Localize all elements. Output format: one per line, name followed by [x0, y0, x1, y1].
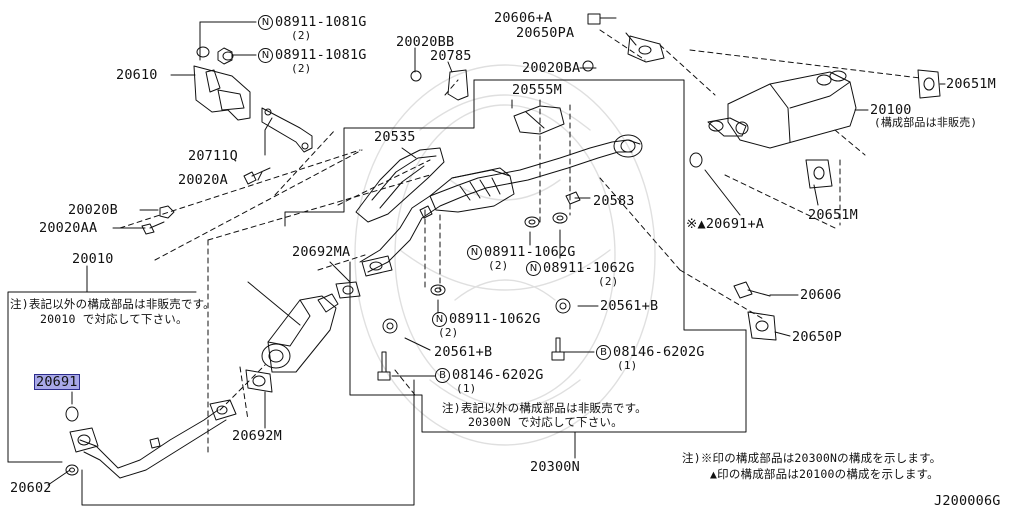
label-08911-1062G-a-qty: (2): [488, 259, 509, 272]
label-20602: 20602: [10, 480, 52, 496]
note-center-line2: 20300N で対応して下さい。: [468, 415, 623, 429]
label-20692M: 20692M: [232, 428, 282, 444]
label-20691-highlighted[interactable]: 20691: [34, 374, 80, 390]
label-08911-1081G-a: 08911-1081G: [275, 14, 367, 30]
label-20650P: 20650P: [792, 329, 842, 345]
label-08911-1081G-a-qty: (2): [291, 29, 312, 42]
center-pipe-20300N: [359, 134, 643, 277]
rubber-mounts: [410, 35, 941, 341]
label-20020A: 20020A: [178, 172, 228, 188]
watermark-crest: [354, 64, 656, 446]
label-08146-6202G-right: 08146-6202G: [613, 344, 705, 360]
label-20010: 20010: [72, 251, 114, 267]
label-08911-1062G-c-qty: (2): [438, 326, 459, 339]
label-08146-6202G-right-qty: (1): [617, 359, 638, 372]
box-20300N: [284, 79, 475, 227]
label-20020BA: 20020BA: [522, 60, 581, 76]
label-20555M: 20555M: [512, 82, 562, 98]
label-20583: 20583: [593, 193, 635, 209]
label-20020BB: 20020BB: [396, 34, 455, 50]
label-20606: 20606: [800, 287, 842, 303]
gasket-20692MA: [335, 281, 361, 299]
label-20711Q: 20711Q: [188, 148, 238, 164]
box-20010: [7, 291, 197, 463]
label-08911-1062G-b-qty: (2): [598, 275, 619, 288]
gasket-20691A: [689, 152, 703, 168]
dashed-guides: [119, 29, 921, 456]
label-20610: 20610: [116, 67, 158, 83]
n-symbol-icon: N: [526, 261, 541, 276]
label-20300N: 20300N: [530, 459, 580, 475]
label-20561B-right: 20561+B: [600, 298, 659, 314]
n-symbol-icon: N: [432, 312, 447, 327]
n-symbol-icon: N: [467, 245, 482, 260]
label-20651M-bottom: 20651M: [808, 207, 858, 223]
diagram-id: J200006G: [934, 493, 1001, 509]
label-20785: 20785: [430, 48, 472, 64]
hanger-20711Q: [261, 107, 313, 153]
n-symbol-icon: N: [258, 15, 273, 30]
front-converter: [261, 293, 339, 373]
label-08911-1062G-c: 08911-1062G: [449, 311, 541, 327]
heat-shield-20535: [355, 147, 445, 223]
label-20606A: 20606+A: [494, 10, 553, 26]
note-bottom-line1: 注)※印の構成部品は20300Nの構成を示します。: [682, 451, 942, 465]
heat-shield-20555M: [513, 105, 565, 135]
label-20020AA: 20020AA: [39, 220, 98, 236]
front-pipe-20010: [69, 399, 237, 479]
muffler-20100: [707, 70, 857, 149]
b-symbol-icon: B: [435, 368, 450, 383]
n-symbol-icon: N: [258, 48, 273, 63]
label-20100-note: (構成部品は非販売): [874, 116, 978, 129]
label-08911-1081G-b: 08911-1081G: [275, 47, 367, 63]
center-hardware: [382, 191, 581, 334]
label-20561B-left: 20561+B: [434, 344, 493, 360]
bolts: [141, 13, 771, 381]
front-gasket-20691: [65, 406, 79, 476]
label-20100: 20100: [870, 102, 912, 118]
note-center-line1: 注)表記以外の構成部品は非販売です。: [442, 401, 647, 415]
label-08146-6202G-left: 08146-6202G: [452, 367, 544, 383]
bracket-20610: [193, 46, 251, 121]
label-20650PA: 20650PA: [516, 25, 575, 41]
note-left-line1: 注)表記以外の構成部品は非販売です。: [10, 297, 215, 311]
note-left-line2: 20010 で対応して下さい。: [40, 312, 188, 326]
label-20691A: ※▲20691+A: [686, 216, 765, 232]
note-bottom-line2: ▲印の構成部品は20100の構成を示します。: [710, 467, 939, 481]
label-20020B: 20020B: [68, 202, 118, 218]
label-08911-1081G-b-qty: (2): [291, 62, 312, 75]
label-20692MA: 20692MA: [292, 244, 351, 260]
label-08911-1062G-a: 08911-1062G: [484, 244, 576, 260]
label-20535: 20535: [374, 129, 416, 145]
b-symbol-icon: B: [596, 345, 611, 360]
gasket-20692M: [245, 369, 273, 393]
label-20651M-top: 20651M: [946, 76, 996, 92]
label-08911-1062G-b: 08911-1062G: [543, 260, 635, 276]
label-08146-6202G-left-qty: (1): [456, 382, 477, 395]
